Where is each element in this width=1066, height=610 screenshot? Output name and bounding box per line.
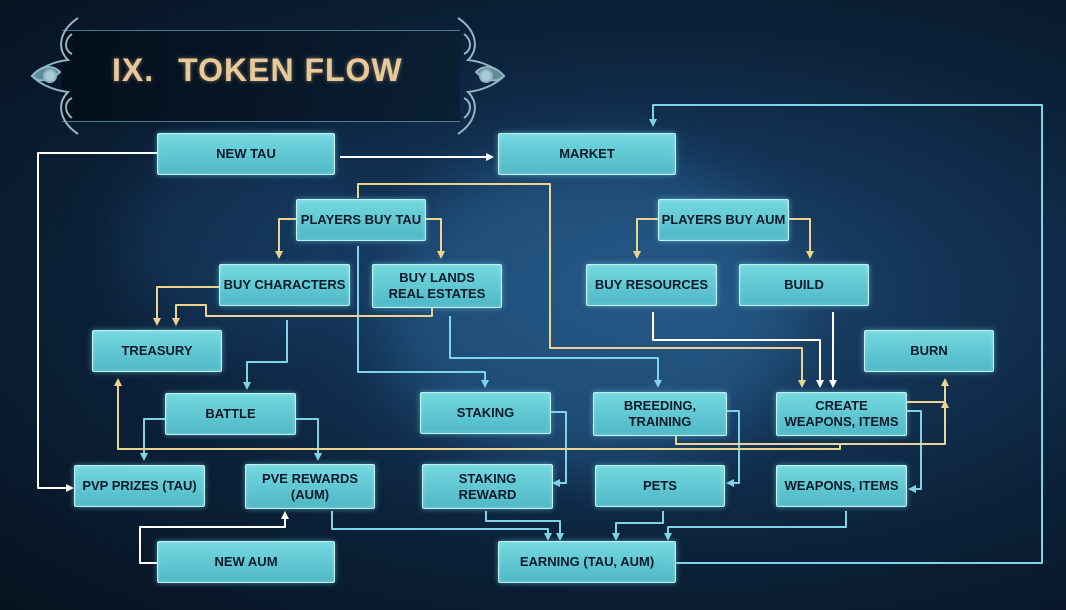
flow-loop-to-treasury [114, 378, 841, 450]
flow-create-to-burn [907, 378, 949, 403]
node-pvp-prizes: PVP PRIZES (TAU) [74, 465, 205, 507]
node-staking: STAKING [420, 392, 551, 434]
node-create-weapons-items: CREATE WEAPONS, ITEMS [776, 392, 907, 436]
flow-buy-characters-to-treasury [153, 286, 219, 326]
node-staking-reward: STAKING REWARD [422, 464, 553, 509]
node-pets: PETS [595, 465, 725, 507]
node-buy-characters: BUY CHARACTERS [219, 264, 350, 306]
flow-buy-resources-to-create [652, 312, 824, 388]
node-weapons-items: WEAPONS, ITEMS [776, 465, 907, 507]
node-treasury: TREASURY [92, 330, 222, 372]
flow-create-to-weapons-items [907, 410, 922, 493]
node-market: MARKET [498, 133, 676, 175]
node-build: BUILD [739, 264, 869, 306]
node-breeding-training: BREEDING, TRAINING [593, 392, 727, 436]
node-pve-rewards: PVE REWARDS (AUM) [245, 464, 375, 509]
flow-new-aum-to-pve-rewards [139, 511, 289, 564]
flow-buy-characters-to-battle [243, 320, 288, 390]
flow-players-buy-tau-to-buy-characters [275, 218, 296, 259]
flow-battle-to-pve-rewards [296, 418, 322, 461]
node-battle: BATTLE [165, 393, 296, 435]
flow-players-buy-tau-to-buy-lands [426, 218, 445, 259]
flow-breeding-to-pets [726, 410, 740, 487]
flow-players-buy-tau-to-create [357, 183, 806, 388]
flow-players-buy-aum-to-build [789, 218, 814, 259]
flow-buy-lands-to-treasury [172, 304, 433, 326]
title-plate [62, 30, 460, 122]
flow-weapons-items-to-earning [664, 511, 847, 541]
flow-pve-rewards-to-earning [331, 511, 552, 541]
left-ornament-icon [30, 17, 79, 135]
node-earning: EARNING (TAU, AUM) [498, 541, 676, 583]
flow-players-buy-aum-to-buy-resources [633, 218, 658, 259]
node-players-buy-tau: PLAYERS BUY TAU [296, 199, 426, 241]
node-buy-lands: BUY LANDS REAL ESTATES [372, 264, 502, 308]
node-buy-resources: BUY RESOURCES [586, 264, 717, 306]
flow-battle-to-pvp-prizes [140, 418, 165, 461]
flow-new-tau-to-pvp-prizes [37, 152, 157, 492]
flow-players-buy-tau-to-staking [357, 246, 489, 388]
node-players-buy-aum: PLAYERS BUY AUM [658, 199, 789, 241]
right-ornament-icon [457, 17, 506, 135]
node-new-aum: NEW AUM [157, 541, 335, 583]
flow-pets-to-earning [612, 511, 664, 541]
flow-staking-to-staking-reward [551, 411, 567, 487]
node-new-tau: NEW TAU [157, 133, 335, 175]
flow-create-to-treasury [675, 400, 949, 445]
flow-buy-lands-to-breeding [449, 316, 662, 388]
flow-staking-reward-to-earning [485, 511, 564, 541]
section-number: IX. [112, 52, 155, 88]
flow-earning-to-market [649, 104, 1043, 564]
section-title: TOKEN FLOW [178, 52, 403, 88]
node-burn: BURN [864, 330, 994, 372]
page-title: IX. TOKEN FLOW [112, 52, 403, 89]
